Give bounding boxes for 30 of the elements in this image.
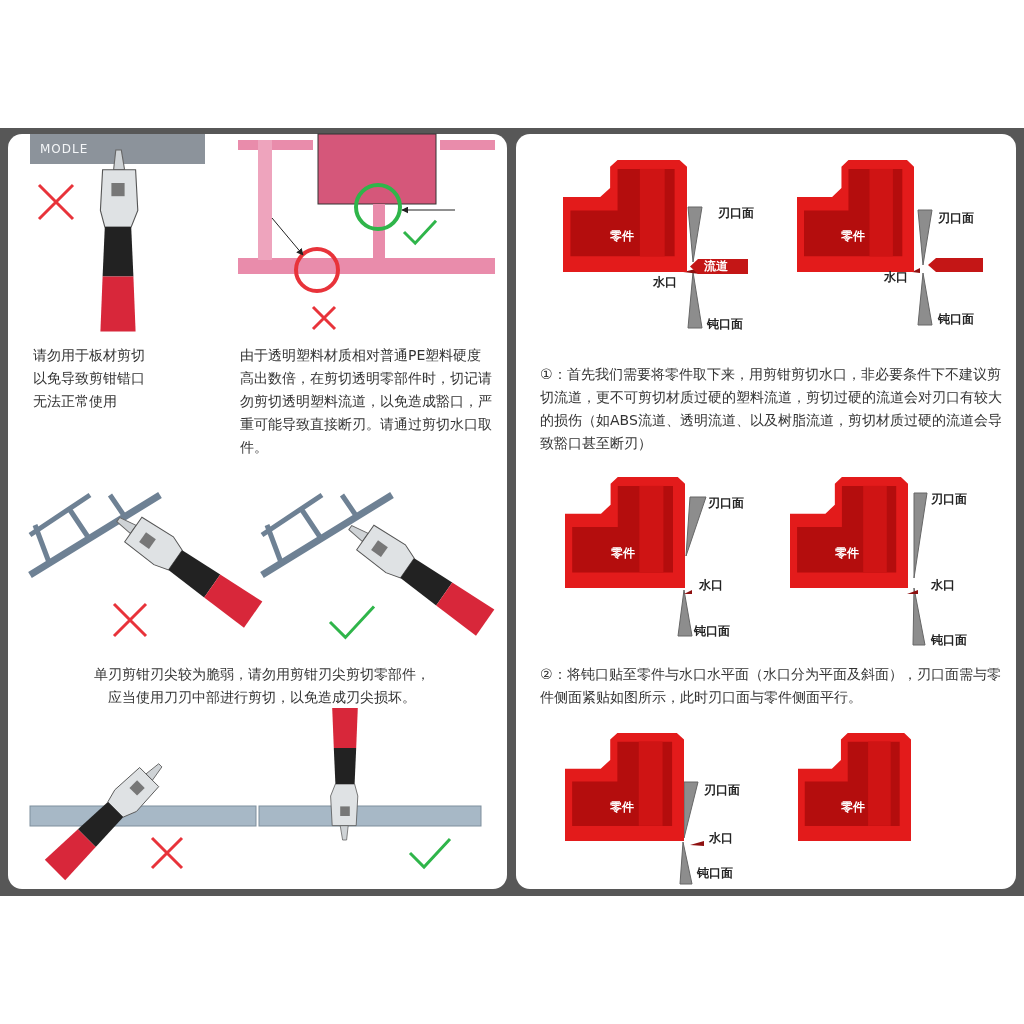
- instruction-text: ①：首先我们需要将零件取下来，用剪钳剪切水口，非必要条件下不建议剪切流道，更不可剪切材质过硬的塑料流道，剪切过硬的流道会对刃口有较大的损伤（如ABS流道、透明流道、以及树脂流道，剪切材质过硬的流道会导致豁口甚至断刃）: [540, 365, 1002, 453]
- instruction-text: 请勿用于板材剪切以免导致剪钳错口无法正常使用: [33, 346, 146, 411]
- runner-bar: [690, 259, 748, 274]
- instruction-text: 由于透明塑料材质相对普通PE塑料硬度高出数倍，在剪切透明零部件时，切记请勿剪切透明塑料流道，以免造成豁口，严重可能导致直接断刃。请通过剪切水口取件。: [240, 346, 492, 457]
- part-label: 零件: [610, 799, 635, 814]
- part-label: 流道: [704, 259, 728, 273]
- callout-label: 水口: [699, 578, 723, 592]
- part-label: 零件: [610, 545, 635, 560]
- callout-label: 水口: [709, 831, 733, 845]
- plate-marking: MODLE: [40, 141, 90, 158]
- instruction-text: 单刃剪钳刃尖较为脆弱，请勿用剪钳刃尖剪切零部件，应当使用刀刃中部进行剪切，以免造成刃尖损坏。: [93, 665, 431, 707]
- runner-bar: [928, 258, 983, 272]
- callout-label: 水口: [653, 275, 677, 289]
- callout-label: 钝口面: [931, 633, 967, 647]
- instruction-text: ②：将钝口贴至零件与水口水平面（水口分为平面及斜面），刃口面需与零件侧面紧贴如图所示，此时刃口面与零件侧面平行。: [540, 665, 1002, 707]
- part-label: 零件: [834, 545, 859, 560]
- callout-label: 刃口面: [708, 496, 744, 510]
- callout-label: 钝口面: [694, 624, 730, 638]
- part-label: 零件: [841, 229, 866, 244]
- callout-label: 刃口面: [718, 206, 754, 220]
- callout-label: 刃口面: [931, 492, 967, 506]
- callout-label: 水口: [884, 270, 908, 284]
- part-label: 零件: [610, 229, 635, 244]
- callout-label: 水口: [931, 578, 955, 592]
- callout-label: 钝口面: [697, 866, 733, 880]
- callout-label: 钝口面: [938, 312, 974, 326]
- callout-label: 刃口面: [704, 783, 740, 797]
- callout-label: 刃口面: [938, 211, 974, 225]
- part-label: 零件: [840, 799, 865, 814]
- callout-label: 钝口面: [707, 317, 743, 331]
